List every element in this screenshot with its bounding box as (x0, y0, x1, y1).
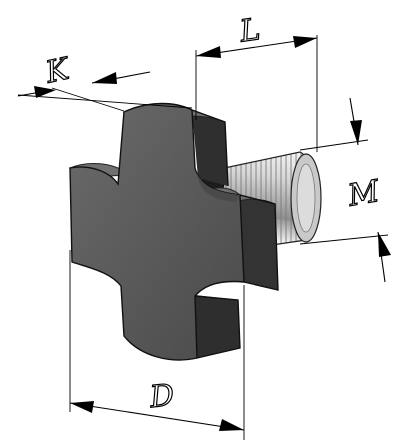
arrow-k-right (92, 72, 117, 84)
arrow-m-top (350, 120, 362, 145)
arrow-k-left (34, 86, 56, 98)
cross-knob-body (68, 102, 279, 361)
dimension-k: K (17, 51, 193, 112)
arrow-m-bottom (378, 232, 391, 257)
side-face-right-arm (240, 195, 278, 290)
side-face-bottom-arm (195, 295, 240, 358)
dimension-d: D (69, 250, 245, 440)
arrow-d-left (70, 401, 94, 413)
arrow-l-right (293, 36, 317, 48)
label-m: M (345, 174, 384, 214)
label-k: K (42, 51, 74, 90)
arrow-d-right (219, 419, 244, 431)
arrow-l-left (196, 46, 221, 58)
label-l: L (237, 12, 263, 50)
label-d: D (147, 378, 176, 415)
front-face (69, 102, 245, 361)
side-face-top-arm (192, 110, 228, 186)
